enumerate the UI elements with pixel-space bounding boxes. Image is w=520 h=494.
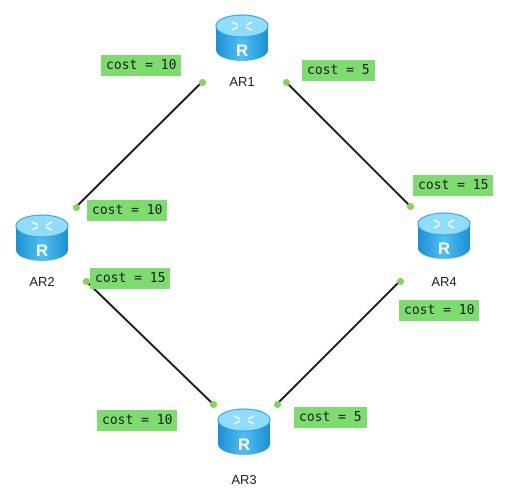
cost-label-ar2-ar3-at-ar2: cost = 15 (90, 268, 171, 289)
svg-text:R: R (238, 435, 250, 454)
router-icon: R (215, 14, 269, 61)
cost-label-ar1-ar2-at-ar1: cost = 10 (101, 55, 182, 76)
router-icon: R (15, 214, 69, 261)
port-ar2-to-ar3 (82, 277, 90, 285)
port-ar2-to-ar1 (72, 203, 80, 211)
port-ar1-to-ar2 (198, 78, 206, 86)
cost-label-ar4-ar3-at-ar4: cost = 10 (399, 300, 480, 321)
router-ar1-label: AR1 (229, 74, 255, 89)
port-ar1-to-ar4 (282, 78, 290, 86)
cost-label-ar1-ar4-at-ar4: cost = 15 (413, 175, 494, 196)
port-ar4-to-ar3 (396, 277, 404, 285)
router-icon: R (417, 212, 471, 259)
link-ar4-ar3[interactable] (276, 280, 401, 405)
cost-label-ar4-ar3-at-ar3: cost = 5 (294, 407, 367, 428)
port-ar3-to-ar4 (273, 400, 281, 408)
link-ar1-ar2[interactable] (75, 81, 203, 208)
link-ar1-ar4[interactable] (285, 81, 411, 207)
router-ar2[interactable]: R (12, 212, 72, 264)
router-ar3[interactable]: R (214, 406, 274, 458)
router-ar3-label: AR3 (231, 472, 257, 487)
router-ar4[interactable]: R (414, 210, 474, 262)
router-ar2-label: AR2 (29, 274, 55, 289)
cost-label-ar1-ar4-at-ar1: cost = 5 (302, 60, 375, 81)
svg-text:R: R (438, 239, 450, 258)
cost-label-ar1-ar2-at-ar2: cost = 10 (87, 200, 168, 221)
svg-text:R: R (36, 241, 48, 260)
router-ar4-label: AR4 (431, 274, 457, 289)
svg-text:R: R (236, 41, 248, 60)
cost-label-ar2-ar3-at-ar3: cost = 10 (97, 410, 178, 431)
port-ar3-to-ar2 (209, 400, 217, 408)
port-ar4-to-ar1 (406, 202, 414, 210)
router-ar1[interactable]: R (212, 12, 272, 64)
router-icon: R (217, 408, 271, 455)
link-ar2-ar3[interactable] (85, 280, 214, 405)
